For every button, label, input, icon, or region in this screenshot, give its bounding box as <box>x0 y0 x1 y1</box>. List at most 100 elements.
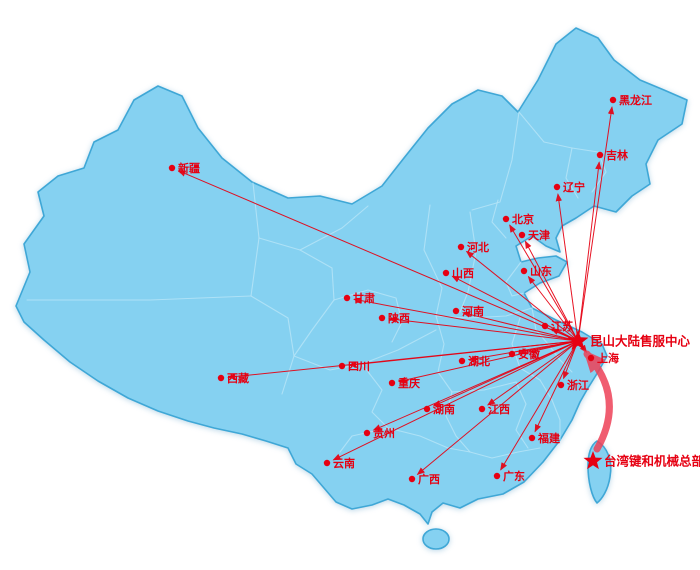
province-markers: 黑龙江吉林辽宁北京天津河北山东山西新疆甘肃河南陕西江苏上海安徽湖北四川西藏重庆浙… <box>168 93 652 486</box>
province-label: 江西 <box>488 402 510 416</box>
province-border-line <box>361 363 389 429</box>
province-dot <box>452 307 460 315</box>
province-label: 甘肃 <box>353 291 375 305</box>
province-dot <box>557 381 565 389</box>
province-label: 江苏 <box>551 319 573 333</box>
route-line <box>465 250 579 342</box>
province-marker: 西藏 <box>217 371 249 385</box>
province-border-line <box>258 237 335 357</box>
province-border-line <box>469 447 541 459</box>
province-dot <box>553 183 561 191</box>
province-marker: 广东 <box>493 469 525 483</box>
route-line <box>468 340 579 362</box>
province-border-line <box>459 211 477 313</box>
route-line <box>534 340 579 433</box>
province-label: 四川 <box>348 360 370 373</box>
province-marker: 河北 <box>457 240 489 254</box>
province-marker: 安徽 <box>508 347 541 361</box>
province-label: 辽宁 <box>563 180 585 194</box>
province-dot <box>388 379 396 387</box>
route-line <box>462 311 579 342</box>
province-dot <box>609 96 617 104</box>
province-dot <box>363 429 371 437</box>
province-marker: 黑龙江 <box>609 93 652 107</box>
province-label: 山东 <box>530 264 552 278</box>
province-dot <box>323 459 331 467</box>
province-label: 河北 <box>467 240 489 254</box>
province-dot <box>423 405 431 413</box>
route-line <box>372 340 579 431</box>
province-border-line <box>299 205 369 251</box>
province-border-line <box>387 427 471 453</box>
province-label: 福建 <box>537 431 561 445</box>
province-dot <box>478 405 486 413</box>
province-marker: 甘肃 <box>343 291 375 305</box>
province-marker: 贵州 <box>363 426 395 440</box>
province-border-line <box>250 295 295 395</box>
province-label: 天津 <box>528 228 550 242</box>
province-border-line <box>511 317 541 381</box>
province-label: 重庆 <box>398 376 420 390</box>
province-dot <box>408 475 416 483</box>
route-line <box>524 240 579 342</box>
route-line <box>398 340 579 384</box>
hub-label: 昆山大陆售服中心 <box>590 334 691 349</box>
province-marker: 陕西 <box>378 311 410 325</box>
mainland-outline <box>15 27 688 525</box>
province-border-line <box>435 315 453 393</box>
province-marker: 北京 <box>502 212 534 226</box>
province-label: 上海 <box>597 351 619 365</box>
province-label: 陕西 <box>388 311 410 325</box>
province-border-line <box>518 111 599 153</box>
province-marker: 广西 <box>408 472 440 486</box>
route-line <box>577 106 615 342</box>
route-line <box>177 170 579 342</box>
province-dot <box>520 267 528 275</box>
taiwan-to-hub-arrow <box>583 349 613 453</box>
province-label: 西藏 <box>227 371 249 385</box>
route-line <box>388 316 579 342</box>
province-marker: 辽宁 <box>553 180 585 194</box>
province-marker: 湖北 <box>458 354 490 368</box>
province-border-line <box>333 289 403 343</box>
province-dot <box>502 215 510 223</box>
province-marker: 吉林 <box>596 148 628 162</box>
province-label: 河南 <box>462 304 484 318</box>
province-dot <box>217 374 225 382</box>
hub-marker: 昆山大陆售服中心 <box>567 330 691 350</box>
hq-label: 台湾键和机械总部 <box>604 454 700 469</box>
province-label: 浙江 <box>567 378 589 392</box>
route-lines <box>177 106 615 476</box>
province-marker: 江西 <box>478 402 510 416</box>
province-border-line <box>339 427 389 453</box>
province-dot <box>493 472 501 480</box>
province-label: 湖南 <box>433 402 455 416</box>
route-line <box>353 297 579 342</box>
province-border-line <box>471 111 520 211</box>
hainan-island <box>422 528 450 550</box>
province-dot <box>528 434 536 442</box>
province-border-line <box>565 147 579 199</box>
province-marker: 湖南 <box>423 402 455 416</box>
route-line <box>487 340 579 406</box>
province-marker: 江苏 <box>541 319 573 333</box>
province-dot <box>442 269 450 277</box>
province-border-line <box>26 295 252 301</box>
province-dot <box>508 350 516 358</box>
province-dot <box>343 294 351 302</box>
province-dot <box>458 357 466 365</box>
province-borders <box>26 111 607 459</box>
province-dot <box>338 362 346 370</box>
province-marker: 云南 <box>323 456 355 470</box>
route-line <box>500 340 579 471</box>
province-marker: 山东 <box>520 264 552 278</box>
route-line <box>227 340 579 380</box>
route-line <box>509 224 579 342</box>
province-border-line <box>491 199 507 239</box>
province-label: 安徽 <box>518 347 541 361</box>
route-line <box>555 193 579 342</box>
route-line <box>527 275 579 342</box>
province-border-line <box>423 204 443 317</box>
province-marker: 上海 <box>587 351 619 365</box>
